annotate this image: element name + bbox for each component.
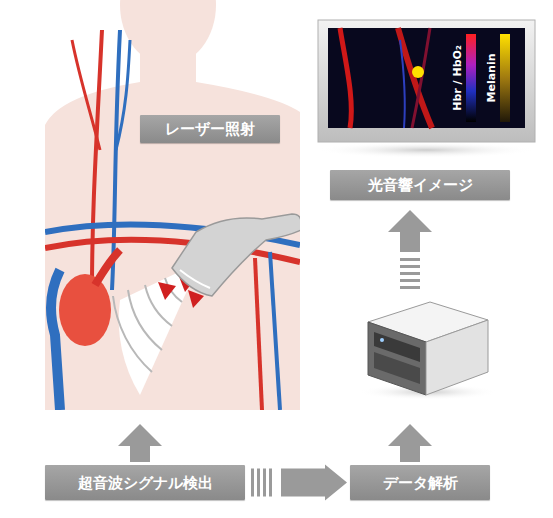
flow-arrow [251,465,347,501]
box-text: データ解析 [383,474,458,492]
body-illustration [45,0,300,410]
box-text: 光音響イメージ [368,176,473,194]
box-text: 超音波シグナル検出 [78,474,213,492]
box-text: レーザー照射 [165,120,255,138]
colorbar-label: Melanin [485,53,498,102]
colorbar-label: Hbr / HbO₂ [451,45,464,110]
label-box: レーザー照射 [140,115,280,143]
label-box: 超音波シグナル検出 [45,465,245,500]
label-box: データ解析 [350,465,490,500]
label-box: 光音響イメージ [330,170,510,200]
